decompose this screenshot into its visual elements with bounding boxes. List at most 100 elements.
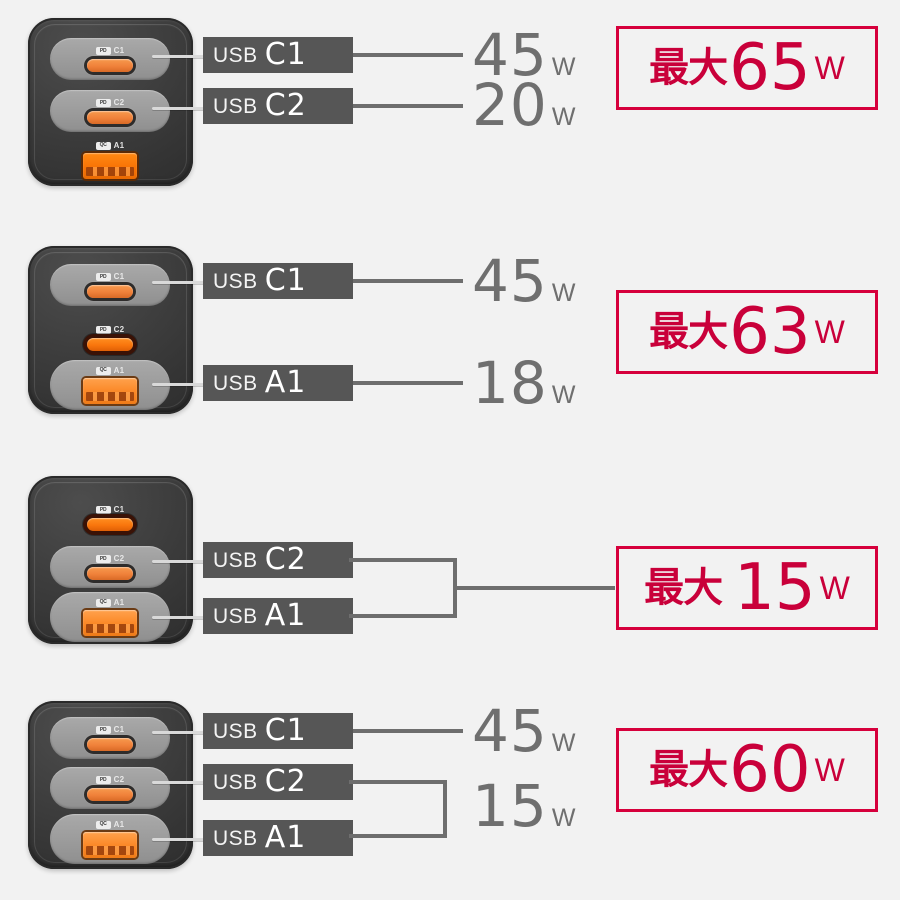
wattage-c2: 20 W bbox=[472, 76, 575, 134]
port-slot-a1: QC A1 bbox=[58, 138, 162, 182]
max-output-box-63w: 最大 63 W bbox=[616, 290, 878, 374]
chip-usb-text: USB bbox=[213, 94, 258, 118]
max-value: 15 bbox=[734, 550, 816, 625]
port-code-c2: C2 bbox=[113, 98, 125, 107]
wattage-c1: 45 W bbox=[472, 252, 575, 310]
usb-c-connector-c1 bbox=[87, 737, 133, 751]
chip-port-text: C2 bbox=[264, 764, 307, 799]
port-slot-a1: QC A1 bbox=[50, 592, 170, 642]
port-slot-c2: PD C2 bbox=[58, 318, 162, 358]
wattage-value: 15 bbox=[472, 772, 548, 840]
usb-c-connector-c1 bbox=[87, 58, 133, 72]
pd-badge-icon: PD bbox=[95, 99, 111, 107]
port-slot-c1: PD C1 bbox=[58, 498, 162, 538]
chip-usb-text: USB bbox=[213, 719, 258, 743]
port-tag-c2: PD C2 bbox=[95, 325, 125, 335]
chip-port-text: A1 bbox=[264, 820, 307, 855]
port-tag-c2: PD C2 bbox=[95, 775, 125, 785]
shared-bracket-c2-a1 bbox=[349, 558, 457, 618]
port-tag-c2: PD C2 bbox=[95, 98, 125, 108]
port-tag-a1: QC A1 bbox=[95, 820, 125, 829]
leader-line-a1 bbox=[152, 616, 214, 619]
leader-line-c1 bbox=[152, 281, 214, 284]
pd-badge-icon: PD bbox=[95, 726, 111, 734]
qc-badge-icon: QC bbox=[95, 141, 111, 150]
leader-line-a1 bbox=[152, 383, 214, 386]
pd-badge-icon: PD bbox=[95, 273, 111, 281]
connector-line-c1 bbox=[353, 279, 463, 283]
callout-chip-a1: USB A1 bbox=[203, 598, 353, 634]
port-code-c2: C2 bbox=[113, 775, 125, 784]
port-slot-c1: PD C1 bbox=[50, 38, 170, 80]
port-tag-c1: PD C1 bbox=[95, 726, 125, 735]
callout-chip-c1: USB C1 bbox=[203, 263, 353, 299]
callout-chip-c1: USB C1 bbox=[203, 713, 353, 749]
connector-line-c1 bbox=[353, 729, 463, 733]
port-tag-c1: PD C1 bbox=[95, 506, 125, 515]
port-tag-c1: PD C1 bbox=[95, 272, 125, 282]
max-output-box-15w: 最大 15 W bbox=[616, 546, 878, 630]
chip-port-text: A1 bbox=[264, 598, 307, 633]
chip-usb-text: USB bbox=[213, 826, 258, 850]
shared-bracket-c2-a1 bbox=[349, 780, 447, 838]
pd-badge-icon: PD bbox=[95, 326, 111, 334]
port-slot-a1: QC A1 bbox=[50, 360, 170, 410]
wattage-c1: 45 W bbox=[472, 702, 575, 760]
qc-badge-icon: QC bbox=[95, 598, 111, 607]
connector-line-c2 bbox=[353, 104, 463, 108]
charger-device-2: PD C1 PD C2 QC A1 bbox=[28, 246, 193, 414]
port-code-c2: C2 bbox=[113, 554, 125, 563]
callout-chip-a1: USB A1 bbox=[203, 365, 353, 401]
wattage-value: 45 bbox=[472, 697, 548, 765]
port-tag-c2: PD C2 bbox=[95, 554, 125, 564]
usb-c-connector-c1 bbox=[87, 517, 133, 531]
wattage-unit: W bbox=[551, 53, 576, 81]
leader-line-c2 bbox=[152, 781, 214, 784]
chip-port-text: C1 bbox=[264, 713, 307, 748]
chip-port-text: C2 bbox=[264, 542, 307, 577]
charger-device-4: PD C1 PD C2 QC A1 bbox=[28, 701, 193, 869]
wattage-unit: W bbox=[551, 729, 576, 757]
port-slot-c2: PD C2 bbox=[50, 90, 170, 132]
usb-a-connector-a1 bbox=[83, 832, 137, 858]
port-code-a1: A1 bbox=[113, 140, 125, 150]
wattage-unit: W bbox=[551, 279, 576, 307]
leader-line-c2 bbox=[152, 560, 214, 563]
port-slot-c1: PD C1 bbox=[50, 717, 170, 759]
port-code-c2: C2 bbox=[113, 325, 125, 334]
max-prefix-label: 最大 bbox=[649, 309, 728, 355]
port-code-c1: C1 bbox=[113, 272, 125, 281]
max-value: 65 bbox=[729, 30, 811, 105]
max-output-box-65w: 最大 65 W bbox=[616, 26, 878, 110]
chip-usb-text: USB bbox=[213, 548, 258, 572]
pd-badge-icon: PD bbox=[95, 555, 111, 563]
wattage-unit: W bbox=[551, 381, 576, 409]
wattage-value: 18 bbox=[472, 349, 548, 417]
chip-usb-text: USB bbox=[213, 770, 258, 794]
port-code-a1: A1 bbox=[113, 597, 125, 607]
chip-usb-text: USB bbox=[213, 604, 258, 628]
port-tag-a1: QC A1 bbox=[95, 140, 125, 150]
wattage-unit: W bbox=[551, 804, 576, 832]
port-slot-a1: QC A1 bbox=[50, 814, 170, 864]
max-unit: W bbox=[819, 570, 850, 606]
port-code-a1: A1 bbox=[113, 365, 125, 375]
chip-port-text: C1 bbox=[264, 37, 307, 72]
usb-c-connector-c1 bbox=[87, 284, 133, 298]
wattage-unit: W bbox=[551, 103, 576, 131]
chip-port-text: A1 bbox=[264, 365, 307, 400]
usb-c-connector-c2 bbox=[87, 566, 133, 580]
callout-chip-c2: USB C2 bbox=[203, 764, 353, 800]
usb-c-connector-c2 bbox=[87, 110, 133, 124]
connector-line-c1 bbox=[353, 53, 463, 57]
max-prefix-label: 最大 bbox=[644, 565, 723, 611]
chip-usb-text: USB bbox=[213, 43, 258, 67]
max-value: 60 bbox=[729, 732, 811, 807]
pd-badge-icon: PD bbox=[95, 47, 111, 55]
usb-a-connector-a1 bbox=[83, 378, 137, 404]
chip-port-text: C1 bbox=[264, 263, 307, 298]
qc-badge-icon: QC bbox=[95, 820, 111, 829]
leader-line-c1 bbox=[152, 731, 214, 734]
leader-line-c1 bbox=[152, 55, 214, 58]
